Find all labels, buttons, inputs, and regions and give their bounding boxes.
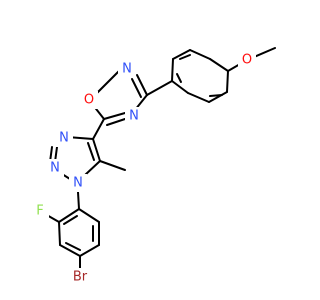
bond-aryl-ring-a2-inner (209, 94, 223, 97)
fluorine-atom-label: F (36, 204, 43, 219)
oxadiazole-n2-atom: N (118, 60, 136, 78)
bond-triazole-c5-c4 (92, 138, 101, 162)
triazole-n1-atom-background (69, 174, 87, 192)
bond-oxadiazole-to-triazole (92, 118, 105, 140)
bond-fluorophenyl-f3 (59, 244, 81, 257)
triazole-n3-atom-label: N (59, 131, 69, 146)
triazole-n1-atom: N (69, 174, 87, 192)
bond-triazole-n1-c5 (84, 160, 101, 176)
fluorine-atom: F (31, 202, 49, 220)
bond-oxadiazole-c3-n2-double (131, 78, 142, 98)
oxadiazole-n2-atom-background (118, 60, 136, 78)
bond-aryl-ring-a6 (172, 49, 191, 60)
triazole-n1-atom-label: N (73, 176, 83, 191)
triazole-n3-atom: N (55, 129, 73, 147)
fluorine-atom-background (31, 202, 49, 220)
triazole-n2-atom: N (46, 159, 64, 177)
bromine-atom-label: Br (73, 270, 88, 285)
bond-fluorophenyl-f3-inner (65, 242, 81, 251)
bond-aryl-ring-a8 (209, 58, 229, 72)
bond-aryl-ring-a2 (208, 91, 228, 103)
bond-fluorophenyl-f6 (78, 208, 100, 223)
methoxy-oxygen-atom-label: O (242, 53, 252, 68)
bond-oxadiazole-c5-n4-double (106, 118, 126, 126)
bond-layer (44, 47, 276, 270)
oxadiazole-oxygen-atom-background (80, 91, 98, 109)
bond-oxadiazole-c3-n2 (136, 74, 148, 96)
bromine-atom-background (67, 268, 93, 286)
oxadiazole-oxygen-atom: O (80, 91, 98, 109)
oxadiazole-n4-atom-label: N (129, 109, 139, 124)
bond-aryl-ring-a3 (187, 92, 210, 103)
oxadiazole-n4-atom: N (125, 107, 143, 125)
bond-aryl-ring-a5 (171, 58, 174, 82)
oxadiazole-n4-atom-background (125, 107, 143, 125)
bond-oxadiazole-c5-n4 (103, 112, 126, 120)
bond-triazole-to-fluorophenyl (77, 191, 80, 210)
bond-aryl-ring-a4 (171, 80, 189, 94)
molecule-structure-diagram: O N N O N N N F (31, 47, 276, 286)
bromine-atom: Br (67, 268, 93, 286)
bond-aryl-ring-a4-inner (176, 73, 182, 83)
triazole-n2-atom-label: N (50, 161, 60, 176)
bond-fluorophenyl-f1 (58, 208, 80, 223)
bond-aryl-ring-a6-inner (179, 54, 191, 60)
atom-layer: O N N O N N N F (31, 51, 256, 286)
bond-fluorophenyl-f2 (58, 221, 61, 246)
oxadiazole-n2-atom-label: N (122, 62, 132, 77)
methoxy-oxygen-atom: O (238, 51, 256, 69)
bond-aryl-to-oxadiazole (146, 80, 173, 96)
bond-fluorophenyl-f4 (79, 244, 100, 257)
triazole-n3-atom-background (55, 129, 73, 147)
oxadiazole-oxygen-atom-label: O (84, 93, 94, 108)
bond-aryl-ring-a7 (189, 49, 211, 60)
methoxy-oxygen-atom-background (238, 51, 256, 69)
bond-aryl-ring-a1 (226, 70, 229, 93)
triazole-n2-atom-background (46, 159, 64, 177)
bond-triazole-c5-c4-double (87, 142, 95, 161)
bond-fluorophenyl-f1-inner (63, 215, 78, 225)
bond-triazole-methyl (99, 160, 126, 171)
